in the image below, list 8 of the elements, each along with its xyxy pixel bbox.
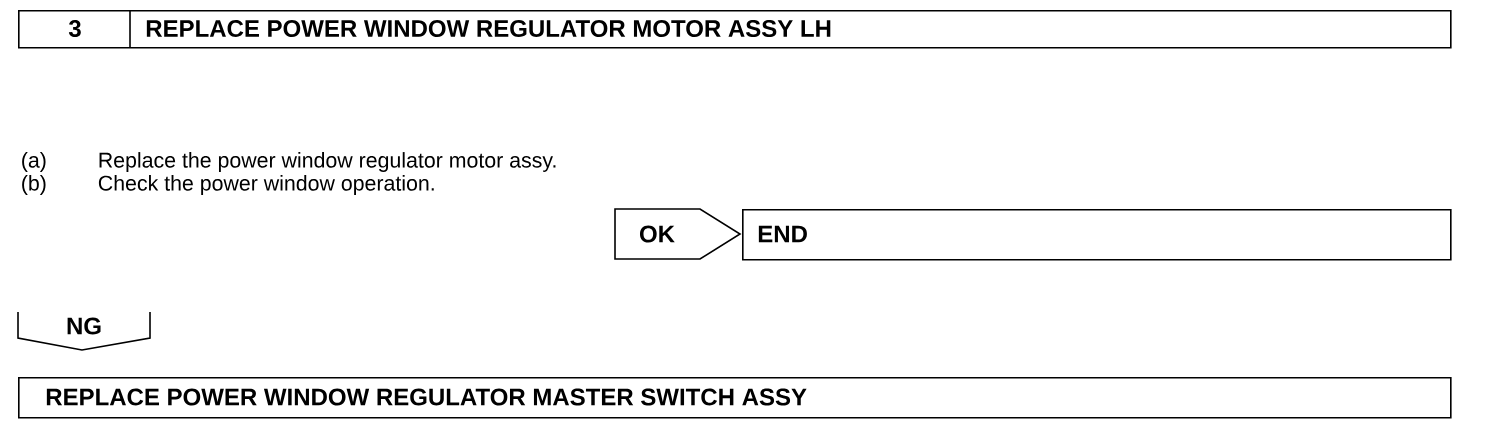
list-marker: (a) — [22, 152, 46, 172]
step-header: 3 REPLACE POWER WINDOW REGULATOR MOTOR ASSY LH — [18, 9, 1452, 49]
result-tag: NG — [17, 311, 151, 351]
list-marker: (b) — [22, 175, 46, 195]
instruction-text: Replace the power window regulator motor assy. — [99, 152, 556, 172]
process-box: END — [742, 209, 1452, 261]
process-box: REPLACE POWER WINDOW REGULATOR MASTER SWITCH ASSY — [18, 377, 1452, 419]
instruction-text: Check the power window operation. — [98, 175, 434, 195]
